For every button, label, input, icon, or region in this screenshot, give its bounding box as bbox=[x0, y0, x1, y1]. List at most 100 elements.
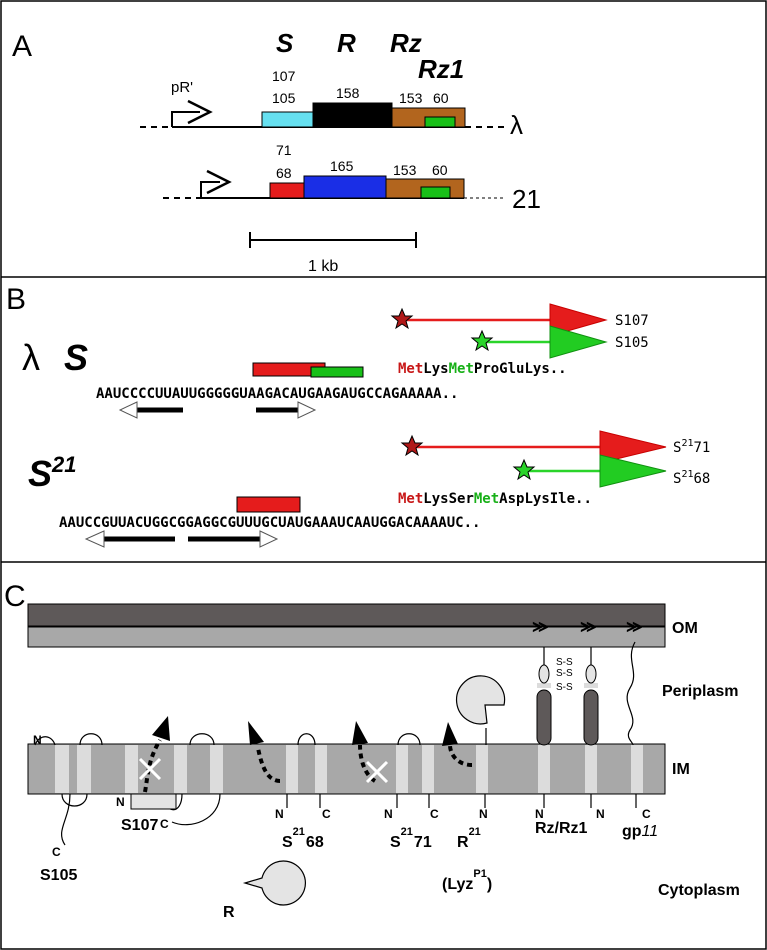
rz-lipid-anchor-2: ≫ bbox=[580, 619, 597, 636]
s2171-label: S2171 bbox=[673, 438, 710, 456]
lyz-label: (LyzP1) bbox=[442, 868, 492, 893]
panel-b-letter: B bbox=[6, 283, 26, 316]
tmd-bands bbox=[55, 745, 643, 793]
s105-label: S105 bbox=[40, 867, 77, 884]
outer-membrane-bottom bbox=[27, 626, 666, 648]
gene-r-label: R bbox=[337, 28, 356, 58]
gene-rz1-label: Rz1 bbox=[418, 54, 464, 84]
s105-arrowhead bbox=[549, 325, 608, 359]
lambda-s-gene bbox=[261, 111, 314, 128]
s105-c2-label: C bbox=[160, 817, 169, 831]
p21-s-gene bbox=[269, 182, 305, 199]
rz-rz1-label: Rz/Rz1 bbox=[535, 820, 588, 837]
lambda-stem-left-head bbox=[118, 401, 138, 419]
s2171-n-label: N bbox=[384, 807, 393, 821]
rz-left-helix bbox=[536, 689, 552, 746]
s2168-arrow bbox=[256, 747, 281, 783]
inner-membrane bbox=[27, 743, 666, 795]
s21-stem-left-head bbox=[84, 530, 105, 548]
panel-a: A S R Rz Rz1 pR' 107 105 158 153 60 λ 71… bbox=[12, 28, 541, 275]
s107-arrow bbox=[143, 738, 162, 793]
s107-block-x bbox=[138, 757, 162, 781]
p21-rz1-num: 60 bbox=[432, 162, 448, 178]
lambda-tag: λ bbox=[510, 110, 523, 140]
lambda-s107-num: 107 bbox=[272, 68, 296, 84]
r-label: R bbox=[223, 904, 235, 921]
p21-tag: 21 bbox=[512, 184, 541, 214]
lambda-rz1-gene bbox=[424, 116, 456, 128]
p21-s68-num: 68 bbox=[276, 165, 292, 181]
s107-label: S107 bbox=[615, 313, 649, 329]
s107-label: S107 bbox=[121, 817, 158, 834]
panel-c: C OM Periplasm IM Cytoplasm N C bbox=[4, 580, 740, 921]
p21-rz-num: 153 bbox=[393, 162, 417, 178]
s2171-arrowhead bbox=[599, 430, 667, 464]
lambda-s105-num: 105 bbox=[272, 90, 296, 106]
outer-membrane-top bbox=[27, 603, 666, 627]
gene-rz-label: Rz bbox=[390, 28, 422, 58]
s2171-label: S2171 bbox=[390, 826, 432, 851]
ss-bond-2: S-S bbox=[556, 668, 573, 679]
lambda-aa-seq: MetLysMetProGluLys.. bbox=[398, 361, 567, 377]
s2168-label: S2168 bbox=[673, 469, 710, 487]
im-label: IM bbox=[672, 761, 690, 778]
rz1-left-lipid bbox=[538, 664, 550, 684]
rz1-n-label: N bbox=[596, 807, 605, 821]
s107-start-star bbox=[390, 307, 414, 330]
gp11-c-label: C bbox=[642, 807, 651, 821]
lambda-promoter-head bbox=[187, 99, 213, 125]
lambda-sd-box-green bbox=[310, 366, 364, 378]
s105-label: S105 bbox=[615, 335, 649, 351]
ss-bond-1: S-S bbox=[556, 657, 573, 668]
p21-promoter-head bbox=[206, 169, 232, 195]
s2168-start-star bbox=[512, 458, 536, 481]
gene-s-label: S bbox=[276, 28, 294, 58]
p21-r-num: 165 bbox=[330, 158, 354, 174]
rz-n-label: N bbox=[535, 807, 544, 821]
lambda-r-gene bbox=[312, 102, 393, 128]
promoter-label: pR' bbox=[171, 79, 193, 96]
lambda-stem-right-head bbox=[297, 401, 317, 419]
gp11-label: gp11 bbox=[622, 823, 658, 840]
lambda-promoter-arrow bbox=[171, 111, 200, 127]
s105-n-label: N bbox=[33, 733, 42, 747]
s21-rna-seq: AAUCCGUUACUGGCGGAGGCGUUUGCUAUGAAAUCAAUGG… bbox=[59, 515, 480, 531]
s2171-c-label: C bbox=[430, 807, 439, 821]
r21-lysozyme bbox=[455, 675, 506, 725]
s2168-label: S2168 bbox=[282, 826, 324, 851]
s2171-block-x bbox=[365, 760, 389, 784]
gp11-anchor: ≫ bbox=[626, 619, 643, 636]
s107-n-label: N bbox=[116, 795, 125, 809]
s2168-c-label: C bbox=[322, 807, 331, 821]
p21-promoter-arrow bbox=[200, 181, 220, 198]
cytoplasm-label: Cytoplasm bbox=[658, 882, 740, 899]
s107-box bbox=[130, 793, 177, 810]
rz1-right-lipid bbox=[585, 664, 597, 684]
lambda-rna-seq: AAUCCCCUUAUUGGGGGUAAGACAUGAAGAUGCCAGAAAA… bbox=[96, 386, 458, 402]
r21-n-label: N bbox=[479, 807, 488, 821]
s105-c-tail bbox=[60, 793, 71, 846]
om-label: OM bbox=[672, 620, 698, 637]
rz-lipid-anchor-1: ≫ bbox=[532, 619, 549, 636]
rz-right-helix bbox=[583, 689, 599, 746]
s21-stem-right-head bbox=[259, 530, 279, 548]
ss-bond-3: S-S bbox=[556, 682, 573, 693]
panel-c-letter: C bbox=[4, 580, 26, 613]
s21-label: S21 bbox=[28, 452, 77, 494]
s2171-start-star bbox=[400, 434, 424, 457]
r21-arrow bbox=[448, 744, 473, 767]
r21-label: R21 bbox=[457, 826, 481, 851]
s105-start-star bbox=[470, 329, 494, 352]
s21-sd-box bbox=[236, 496, 301, 513]
lambda-symbol: λ bbox=[22, 337, 40, 378]
s107-arrowhead bbox=[549, 303, 608, 337]
s21-aa-seq: MetLysSerMetAspLysIle.. bbox=[398, 491, 592, 507]
gp11-linker bbox=[626, 641, 636, 746]
s105-c-label: C bbox=[52, 845, 61, 859]
p21-rz1-gene bbox=[420, 186, 451, 199]
p21-s71-num: 71 bbox=[276, 142, 292, 158]
s2168-arrowhead bbox=[599, 454, 667, 488]
